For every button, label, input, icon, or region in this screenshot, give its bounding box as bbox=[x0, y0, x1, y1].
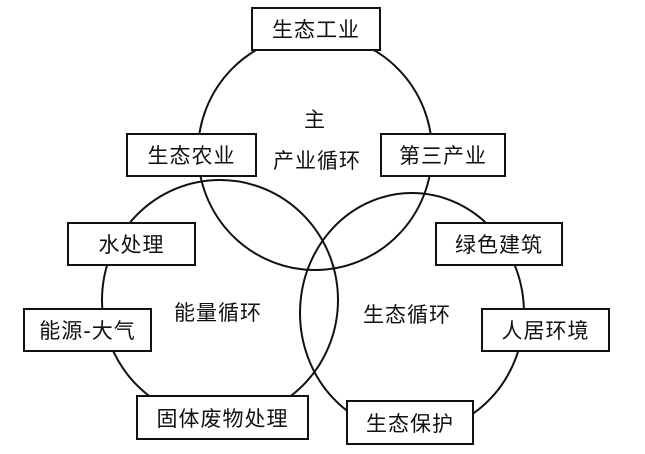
tertiary-industry-box: 第三产业 bbox=[380, 133, 506, 177]
solid-waste-box: 固体废物处理 bbox=[136, 395, 309, 440]
living-environment-box: 人居环境 bbox=[481, 308, 610, 352]
green-building-box: 绿色建筑 bbox=[435, 222, 563, 266]
ecology-cycle-label: 生态循环 bbox=[363, 303, 451, 327]
energy-cycle-label: 能量循环 bbox=[174, 301, 262, 325]
main-cycle-label-top: 主 bbox=[304, 108, 326, 132]
energy-atmosphere-box: 能源-大气 bbox=[23, 308, 152, 352]
eco-protection-box: 生态保护 bbox=[346, 400, 474, 445]
main-cycle-label-bottom: 产业循环 bbox=[273, 149, 361, 173]
eco-agriculture-box: 生态农业 bbox=[126, 133, 257, 177]
water-treatment-box: 水处理 bbox=[67, 222, 196, 266]
eco-industry-box: 生态工业 bbox=[251, 7, 381, 51]
